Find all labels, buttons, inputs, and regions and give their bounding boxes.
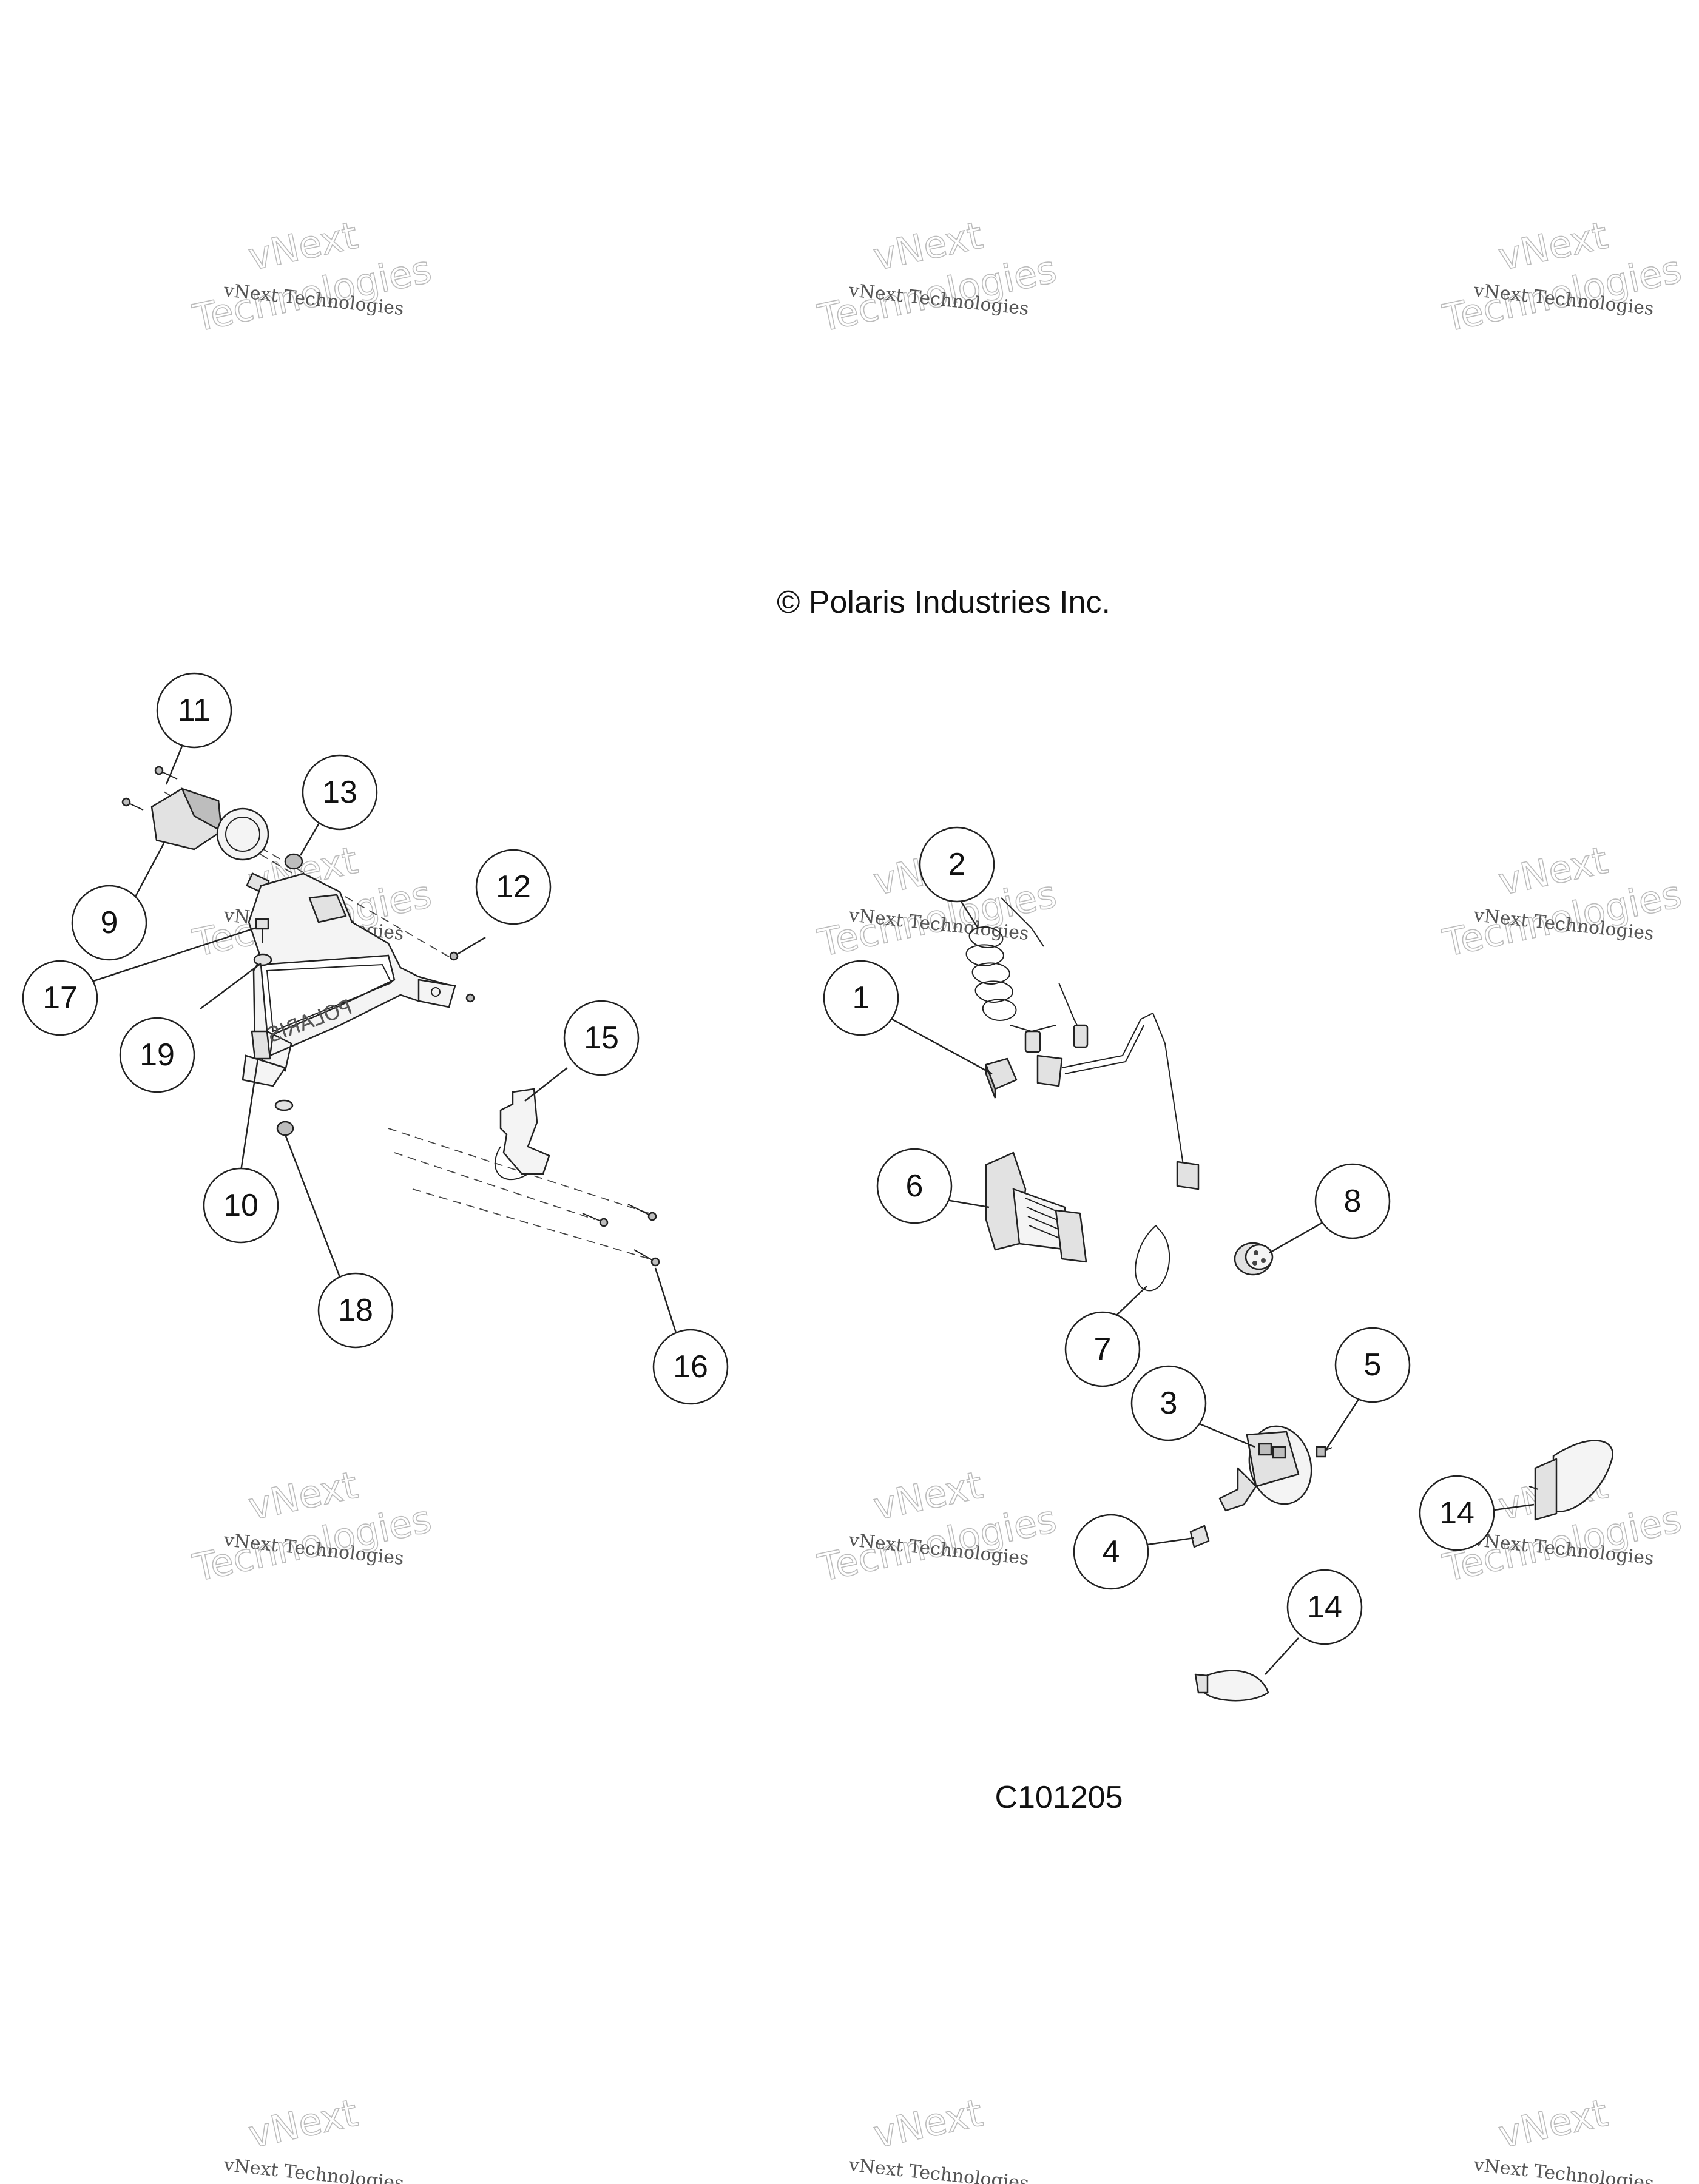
watermark-top-text: vNext xyxy=(1495,2091,1611,2157)
callout-3: 3 xyxy=(1130,1365,1207,1441)
callout-number: 12 xyxy=(496,869,531,905)
watermark-text: vNext Technologies xyxy=(847,2154,1030,2184)
part-2-coil-cable xyxy=(965,897,1200,1190)
part-18-washer xyxy=(274,1099,294,1111)
watermark-mid-right: Technologies vNext xyxy=(1438,837,1685,966)
callout-6: 6 xyxy=(876,1148,953,1224)
watermark-top-left: Technologies vNext xyxy=(188,212,435,341)
callout-11: 11 xyxy=(156,672,232,749)
watermark-top-text: vNext xyxy=(870,2091,986,2157)
callout-9: 9 xyxy=(71,885,147,961)
callout-18: 18 xyxy=(317,1272,394,1349)
callout-number: 11 xyxy=(178,693,211,728)
part-15-hook xyxy=(494,1088,550,1181)
callout-number: 19 xyxy=(140,1037,175,1073)
watermark-top-center: Technologies vNext xyxy=(813,212,1060,341)
part-19-washer xyxy=(253,953,272,966)
part-8-plug xyxy=(1234,1242,1274,1276)
callout-number: 9 xyxy=(101,905,118,940)
callout-number: 17 xyxy=(42,980,78,1016)
copyright-notice: © Polaris Industries Inc. xyxy=(777,585,1110,620)
callout-4: 4 xyxy=(1073,1514,1149,1590)
part-7-tie-loop xyxy=(1135,1225,1170,1292)
callout-number: 14 xyxy=(1307,1589,1342,1625)
callout-2: 2 xyxy=(919,826,995,903)
callout-19: 19 xyxy=(119,1017,195,1093)
watermark-bottom-left: vNext xyxy=(244,2090,362,2157)
callout-number: 10 xyxy=(223,1188,258,1223)
watermark-bottom-right: vNext xyxy=(1494,2090,1612,2157)
callout-number: 8 xyxy=(1344,1184,1362,1219)
callout-14-lower: 14 xyxy=(1286,1569,1363,1645)
callout-17: 17 xyxy=(22,960,98,1036)
part-3-horn xyxy=(1218,1425,1312,1512)
callout-8: 8 xyxy=(1314,1163,1391,1239)
callout-12: 12 xyxy=(475,849,552,925)
callout-15: 15 xyxy=(563,1000,640,1076)
callout-number: 6 xyxy=(906,1168,924,1204)
watermark-low-left: Technologies vNext xyxy=(188,1462,435,1591)
callout-number: 7 xyxy=(1094,1332,1112,1367)
part-1-relay xyxy=(985,1057,1018,1099)
part-12-nut xyxy=(465,993,475,1003)
part-17-bolt xyxy=(255,918,269,943)
watermark-top-right: Technologies vNext xyxy=(1438,212,1685,341)
callout-number: 2 xyxy=(948,847,966,882)
part-4-clip xyxy=(1189,1525,1210,1548)
part-14-light-lower xyxy=(1194,1670,1269,1702)
part-18-nut xyxy=(276,1121,294,1136)
part-12-nut xyxy=(449,951,459,961)
leader-lines xyxy=(87,746,1535,1675)
callout-number: 13 xyxy=(322,775,357,810)
callout-number: 18 xyxy=(338,1293,373,1328)
watermark-bottom-center: vNext xyxy=(869,2090,987,2157)
callout-10: 10 xyxy=(203,1167,279,1244)
callout-16: 16 xyxy=(652,1329,729,1405)
callout-number: 14 xyxy=(1439,1495,1474,1531)
part-16-screws xyxy=(582,1204,660,1267)
callout-1: 1 xyxy=(823,960,899,1036)
part-6-module xyxy=(985,1151,1087,1263)
part-13-spacer xyxy=(284,853,303,870)
callout-number: 1 xyxy=(853,980,870,1016)
callout-number: 16 xyxy=(673,1349,708,1384)
watermark-text: vNext Technologies xyxy=(1472,2154,1655,2184)
callout-7: 7 xyxy=(1064,1311,1141,1387)
drawing-number: C101205 xyxy=(995,1780,1123,1815)
callout-13: 13 xyxy=(302,754,378,831)
callout-5: 5 xyxy=(1334,1327,1411,1403)
callout-number: 4 xyxy=(1103,1534,1120,1569)
part-5-screw xyxy=(1316,1446,1333,1458)
watermark-low-center: Technologies vNext xyxy=(813,1462,1060,1591)
watermark-top-text: vNext xyxy=(245,2091,361,2157)
part-11-screws xyxy=(121,766,178,811)
callout-number: 3 xyxy=(1160,1386,1178,1421)
part-9-housing xyxy=(150,787,269,861)
callout-number: 15 xyxy=(584,1020,619,1056)
watermark-text: vNext Technologies xyxy=(222,2154,405,2184)
callout-number: 5 xyxy=(1364,1347,1382,1383)
bracket-embossed-logo: POLARIS xyxy=(264,995,355,1048)
callout-14-upper: 14 xyxy=(1419,1475,1495,1551)
part-14-light-upper xyxy=(1528,1440,1613,1521)
